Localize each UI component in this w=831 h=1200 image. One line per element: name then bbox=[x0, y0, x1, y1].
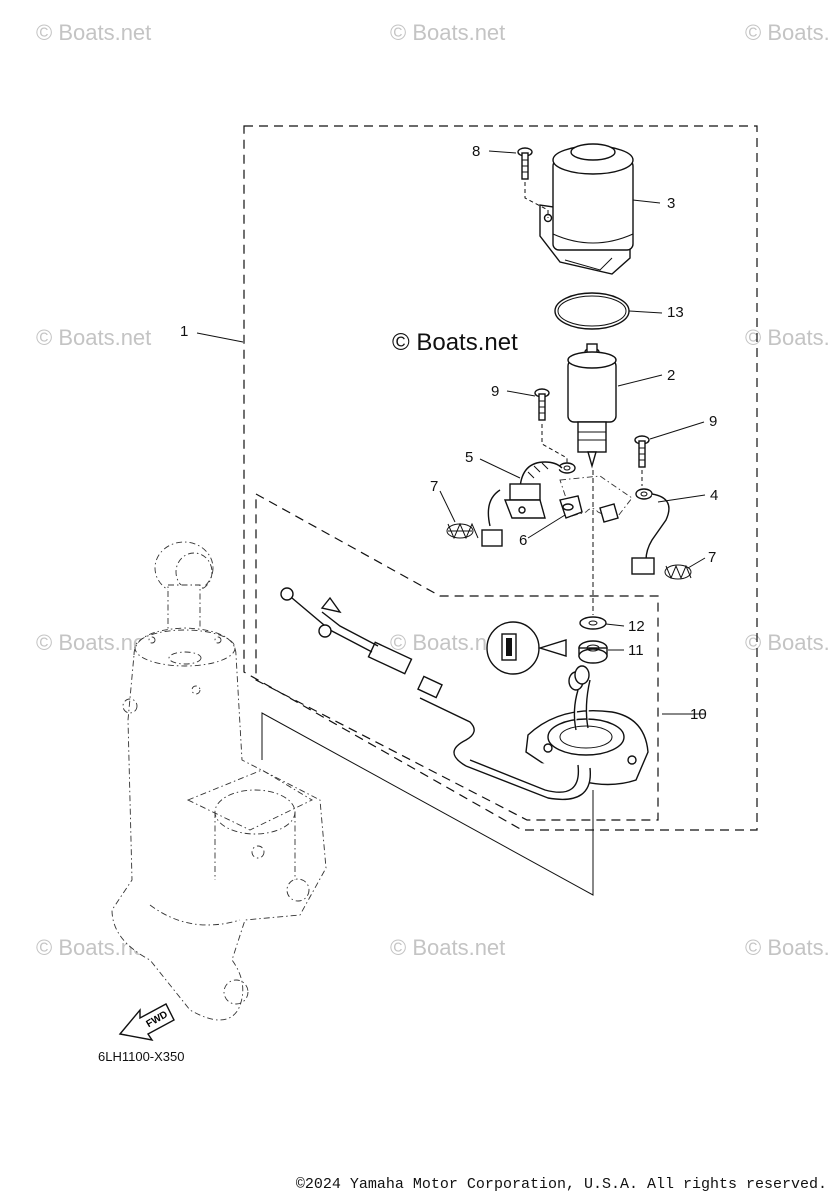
watermark: © Boats.net bbox=[36, 20, 151, 45]
screw-9-left-axis bbox=[541, 424, 568, 466]
callout-9: 9 bbox=[491, 383, 499, 400]
brush-holder-6[interactable] bbox=[559, 495, 619, 523]
callout-11: 11 bbox=[628, 642, 644, 659]
callout-9: 9 bbox=[709, 413, 717, 430]
tilt-cylinder-ghost bbox=[111, 541, 327, 1021]
watermark: © Boats.net bbox=[745, 325, 831, 350]
brush-lead-5[interactable] bbox=[481, 461, 576, 547]
fwd-arrow-icon: FWD bbox=[118, 1003, 175, 1041]
diagram-code: 6LH1100-X350 bbox=[98, 1049, 185, 1064]
callout-3: 3 bbox=[667, 195, 675, 212]
assembly-1-boundary bbox=[243, 125, 758, 831]
oil-seal-11[interactable] bbox=[578, 640, 608, 664]
brush-lead-4[interactable] bbox=[631, 488, 670, 575]
screw-8[interactable] bbox=[517, 147, 533, 180]
watermark-layer: © Boats.net © Boats.net © Boats.net © Bo… bbox=[36, 20, 831, 960]
watermark: © Boats.net bbox=[36, 630, 151, 655]
watermark: © Boats.net bbox=[390, 630, 505, 655]
callout-5: 5 bbox=[465, 449, 473, 466]
armature-2[interactable] bbox=[567, 343, 617, 469]
callout-13: 13 bbox=[667, 304, 684, 321]
callouts: 1 2 3 4 5 6 7 7 8 9 9 10 11 12 13 bbox=[180, 143, 718, 723]
callout-8: 8 bbox=[472, 143, 480, 160]
spring-7-left[interactable] bbox=[446, 522, 479, 540]
callout-1: 1 bbox=[180, 323, 188, 340]
callout-6: 6 bbox=[519, 532, 527, 549]
washer-12-hole bbox=[588, 620, 598, 626]
watermark: © Boats.net bbox=[390, 20, 505, 45]
brush-plate bbox=[559, 475, 633, 521]
stator-cable-assembly-10[interactable] bbox=[280, 587, 649, 800]
install-leader-line bbox=[261, 712, 594, 896]
copyright-notice: ©2024 Yamaha Motor Corporation, U.S.A. A… bbox=[295, 1176, 827, 1193]
watermark: © Boats.net bbox=[390, 935, 505, 960]
o-ring-13-inner bbox=[557, 295, 627, 327]
screw-8-axis bbox=[524, 182, 549, 218]
assembly-10-boundary bbox=[255, 492, 659, 821]
brand-mark: © Boats.net bbox=[392, 329, 518, 356]
power-trim-motor[interactable] bbox=[539, 143, 634, 275]
callout-12: 12 bbox=[628, 618, 645, 635]
callout-2: 2 bbox=[667, 367, 675, 384]
watermark: © Boats.net bbox=[745, 20, 831, 45]
spring-7-right[interactable] bbox=[664, 564, 692, 580]
callout-7: 7 bbox=[708, 549, 716, 566]
o-ring-13[interactable] bbox=[554, 292, 630, 330]
callout-4: 4 bbox=[710, 487, 718, 504]
watermark: © Boats.net bbox=[745, 935, 831, 960]
watermark: © Boats.net bbox=[745, 630, 831, 655]
leader-lines bbox=[196, 150, 706, 715]
callout-10: 10 bbox=[690, 706, 707, 723]
washer-12[interactable] bbox=[579, 616, 607, 630]
watermark: © Boats.net bbox=[36, 325, 151, 350]
screw-9-left[interactable] bbox=[534, 388, 550, 421]
seal-detail-inset bbox=[486, 621, 567, 675]
callout-7: 7 bbox=[430, 478, 438, 495]
screw-9-right[interactable] bbox=[634, 435, 650, 468]
